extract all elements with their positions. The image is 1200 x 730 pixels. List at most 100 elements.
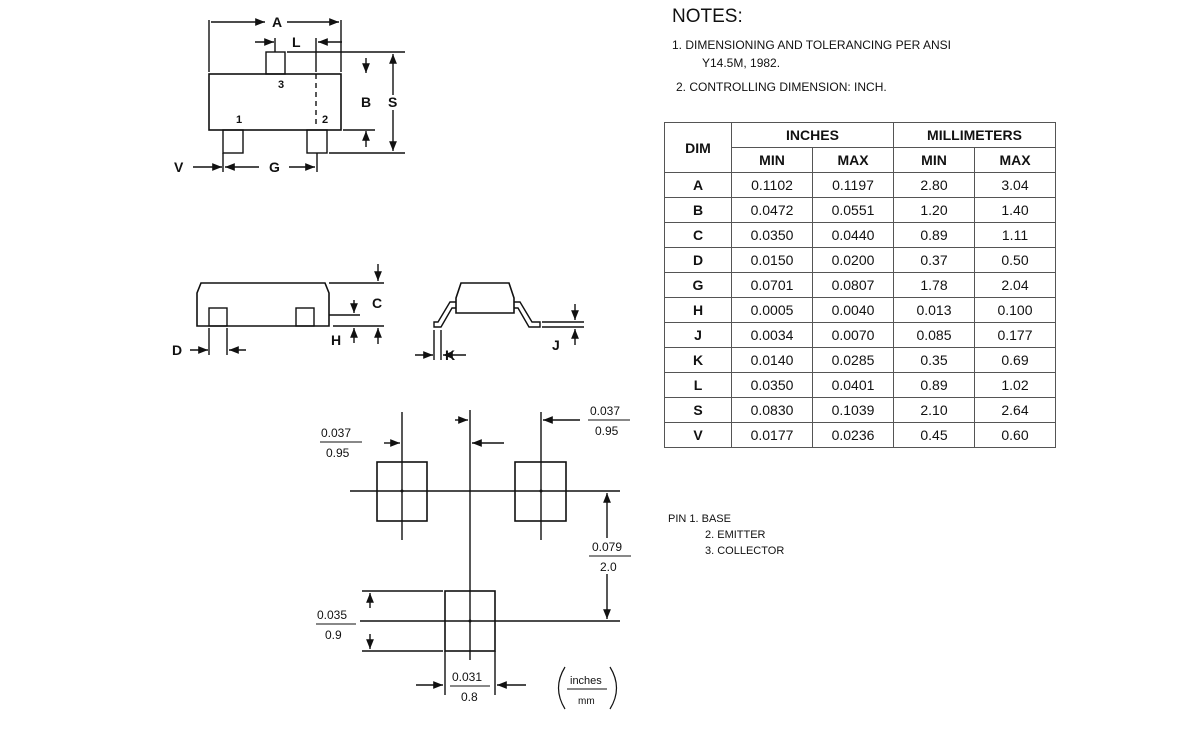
cell-in-max: 0.0807: [812, 272, 894, 298]
cell-in-min: 0.0350: [731, 372, 813, 398]
dim-label-k: K: [445, 347, 455, 363]
cell-in-min: 0.0005: [731, 297, 813, 323]
pad-length-mm: 0.9: [325, 628, 342, 642]
cell-in-min: 0.0177: [731, 422, 813, 448]
cell-in-max: 0.0070: [812, 322, 894, 348]
cell-mm-min: 0.89: [893, 372, 975, 398]
cell-mm-max: 2.04: [974, 272, 1056, 298]
cell-in-max: 0.0401: [812, 372, 894, 398]
cell-in-min: 0.0140: [731, 347, 813, 373]
cell-mm-min: 0.085: [893, 322, 975, 348]
cell-mm-min: 0.45: [893, 422, 975, 448]
cell-mm-max: 1.40: [974, 197, 1056, 223]
lead-2: [306, 129, 328, 154]
inches-min-header: MIN: [731, 147, 813, 173]
pin-3-description: 3. COLLECTOR: [705, 545, 785, 557]
pin-label-2: 2: [322, 114, 328, 126]
cell-in-min: 0.0350: [731, 222, 813, 248]
dimension-table: DIM INCHES MILLIMETERS MIN MAX MIN MAX A…: [664, 122, 1056, 448]
lead-1: [222, 129, 244, 154]
pad-width-inches: 0.031: [452, 670, 482, 684]
cell-in-min: 0.0830: [731, 397, 813, 423]
cell-dim: S: [664, 397, 732, 423]
millimeters-group-header: MILLIMETERS: [893, 122, 1056, 148]
cell-mm-max: 0.69: [974, 347, 1056, 373]
pad-width-mm: 0.8: [461, 690, 478, 704]
dim-label-v: V: [174, 159, 184, 175]
mm-min-header: MIN: [893, 147, 975, 173]
cell-dim: L: [664, 372, 732, 398]
inches-max-header: MAX: [812, 147, 894, 173]
cell-mm-min: 0.013: [893, 297, 975, 323]
pin-label-1: 1: [236, 114, 242, 126]
cell-mm-max: 1.02: [974, 372, 1056, 398]
cell-in-min: 0.0472: [731, 197, 813, 223]
cell-mm-max: 0.50: [974, 247, 1056, 273]
cell-in-max: 0.0551: [812, 197, 894, 223]
notes-section: NOTES: 1. DIMENSIONING AND TOLERANCING P…: [672, 6, 1192, 96]
table-header-row: DIM INCHES MILLIMETERS: [664, 122, 1056, 173]
lead-3: [265, 51, 286, 75]
cell-mm-max: 0.100: [974, 297, 1056, 323]
cell-in-min: 0.1102: [731, 172, 813, 198]
unit-legend-inches: inches: [570, 675, 602, 687]
unit-legend-mm: mm: [578, 696, 595, 707]
cell-in-max: 0.0040: [812, 297, 894, 323]
row-span-mm: 2.0: [600, 560, 617, 574]
pad-pitch-left-inches: 0.037: [321, 426, 351, 440]
cell-mm-max: 0.177: [974, 322, 1056, 348]
notes-title: NOTES:: [672, 6, 743, 27]
cell-in-min: 0.0701: [731, 272, 813, 298]
package-body-side: [455, 282, 515, 314]
cell-in-max: 0.0440: [812, 222, 894, 248]
cell-dim: J: [664, 322, 732, 348]
cell-dim: A: [664, 172, 732, 198]
cell-in-max: 0.0200: [812, 247, 894, 273]
cell-mm-min: 0.89: [893, 222, 975, 248]
pad-length-inches: 0.035: [317, 608, 347, 622]
pin-legend: PIN 1. BASE 2. EMITTER 3. COLLECTOR: [668, 510, 784, 561]
dim-label-l: L: [292, 34, 301, 50]
cell-mm-min: 0.35: [893, 347, 975, 373]
cell-mm-min: 2.80: [893, 172, 975, 198]
package-outline-drawing: A L B S V G 3 1 2 C H D K J 0.037 0.95 0…: [172, 14, 631, 710]
cell-in-min: 0.0150: [731, 247, 813, 273]
dim-label-c: C: [372, 295, 382, 311]
pad-pitch-right-inches: 0.037: [590, 404, 620, 418]
cell-mm-max: 1.11: [974, 222, 1056, 248]
cell-in-min: 0.0034: [731, 322, 813, 348]
cell-mm-min: 1.20: [893, 197, 975, 223]
cell-dim: V: [664, 422, 732, 448]
pin-1-description: PIN 1. BASE: [668, 513, 731, 525]
cell-dim: K: [664, 347, 732, 373]
pin-2-description: 2. EMITTER: [705, 529, 766, 541]
note-2: 2. CONTROLLING DIMENSION: INCH.: [676, 80, 887, 94]
inches-group-header: INCHES: [731, 122, 894, 148]
pad-pitch-left-mm: 0.95: [326, 446, 350, 460]
dim-label-j: J: [552, 337, 560, 353]
note-1-continued: Y14.5M, 1982.: [702, 56, 781, 70]
dim-label-g: G: [269, 159, 280, 175]
pin-label-3: 3: [278, 79, 284, 91]
dim-column-header: DIM: [664, 122, 732, 173]
mm-max-header: MAX: [974, 147, 1056, 173]
cell-in-max: 0.1039: [812, 397, 894, 423]
cell-mm-max: 2.64: [974, 397, 1056, 423]
cell-dim: B: [664, 197, 732, 223]
cell-dim: H: [664, 297, 732, 323]
cell-mm-min: 1.78: [893, 272, 975, 298]
cell-mm-max: 0.60: [974, 422, 1056, 448]
dim-label-s: S: [388, 94, 397, 110]
cell-in-max: 0.1197: [812, 172, 894, 198]
cell-dim: C: [664, 222, 732, 248]
cell-in-max: 0.0236: [812, 422, 894, 448]
